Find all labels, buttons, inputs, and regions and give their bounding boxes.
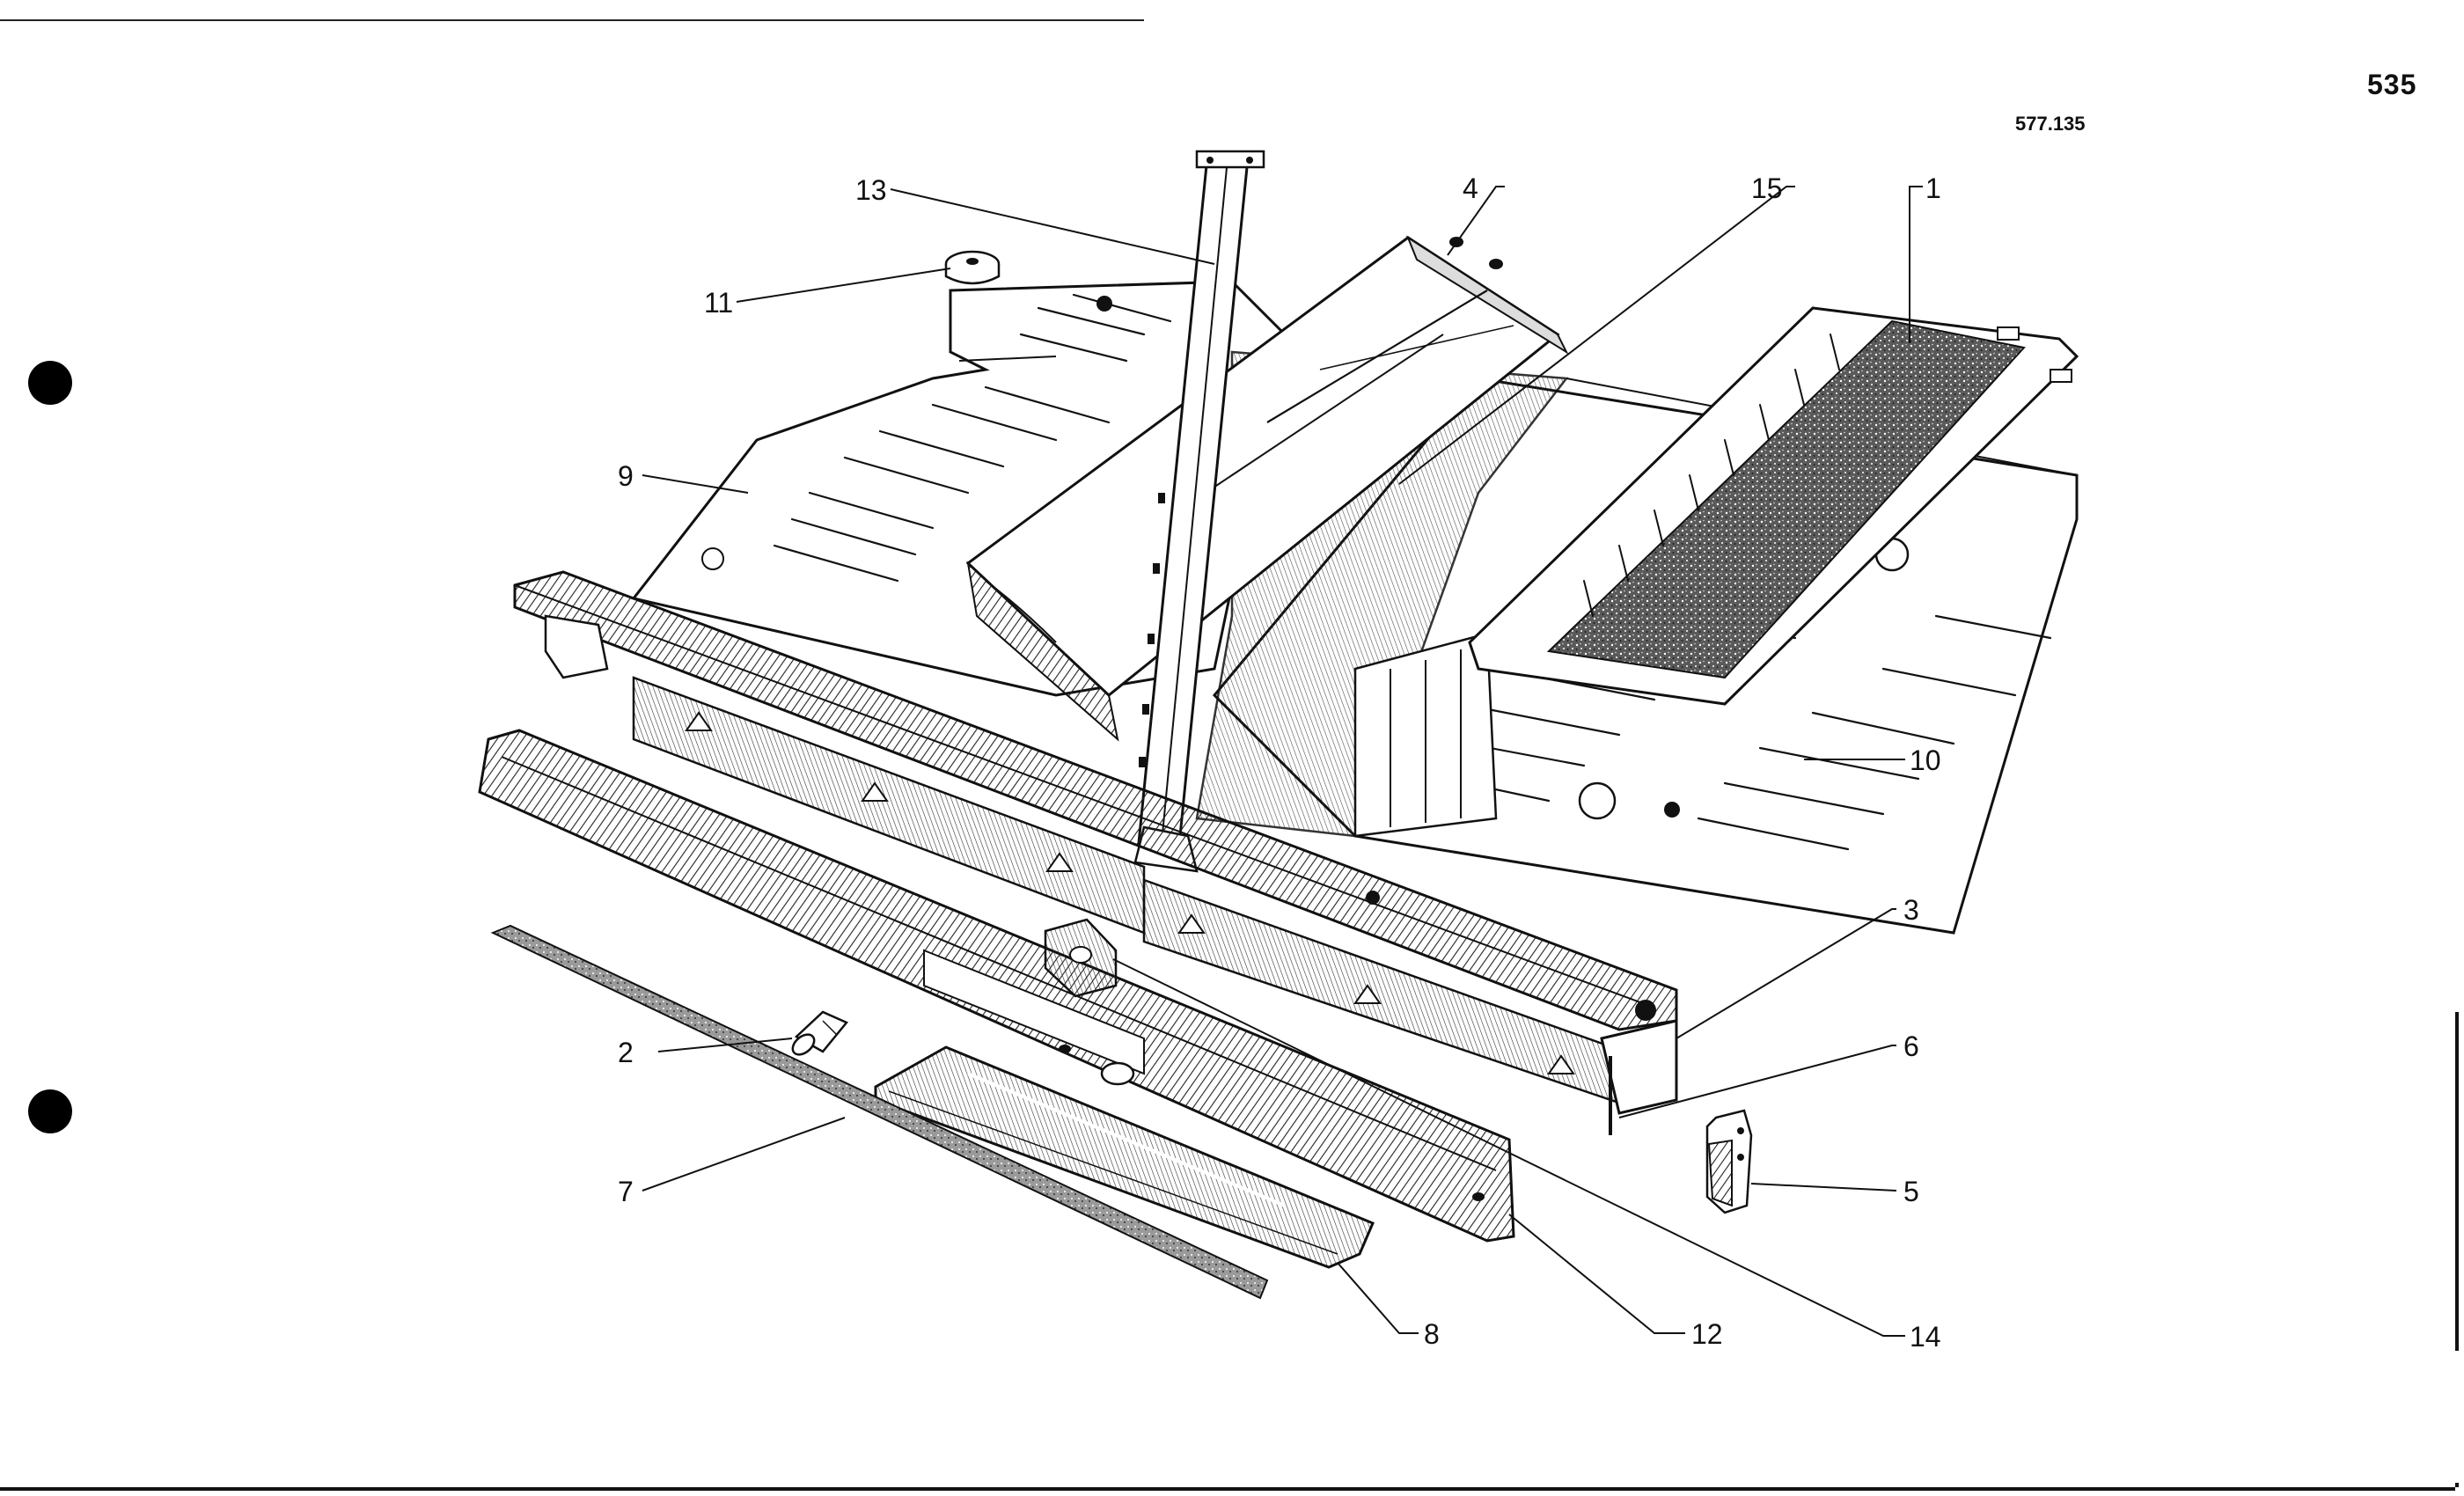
callout-8: 8 <box>1424 1318 1440 1350</box>
callout-12: 12 <box>1691 1318 1723 1350</box>
callout-leader-lines <box>642 186 1923 1337</box>
part-7-sealing-strip <box>490 924 1269 1300</box>
callout-10: 10 <box>1910 744 1941 776</box>
callout-3: 3 <box>1903 894 1919 926</box>
callout-4: 4 <box>1463 172 1478 204</box>
callout-14: 14 <box>1910 1321 1941 1353</box>
callout-13: 13 <box>855 174 887 206</box>
callout-1: 1 <box>1925 172 1941 204</box>
part-14-gusset-plate <box>1044 918 1118 998</box>
part-1-floor-mat <box>1468 306 2079 706</box>
callout-6: 6 <box>1903 1030 1919 1062</box>
figure-reference: 577.135 <box>2015 113 2086 135</box>
callout-2: 2 <box>618 1037 634 1068</box>
part-3-inner-sill <box>513 570 1678 1111</box>
callout-5: 5 <box>1903 1176 1919 1207</box>
callout-15: 15 <box>1751 172 1783 204</box>
bottom-rule <box>0 1487 2455 1491</box>
callout-labels: 1 2 3 4 5 6 7 8 9 10 11 12 13 14 15 <box>618 172 1941 1353</box>
right-rule <box>2455 1012 2459 1487</box>
part-6-outer-sill <box>1600 1019 1678 1135</box>
binder-hole-lower <box>28 1089 72 1133</box>
bottom-margin <box>0 1351 2464 1483</box>
binder-hole-upper <box>28 361 72 405</box>
callout-7: 7 <box>618 1176 634 1207</box>
part-11-cap <box>944 250 1001 285</box>
part-2-plug <box>791 1010 849 1056</box>
page-number: 535 <box>2367 69 2417 100</box>
part-4-central-tunnel <box>965 235 1569 742</box>
callout-11: 11 <box>704 287 733 319</box>
part-5-bracket <box>1705 1109 1753 1214</box>
part-12-side-member <box>478 729 1515 1243</box>
callout-9: 9 <box>618 460 634 492</box>
top-rule <box>0 19 1144 21</box>
